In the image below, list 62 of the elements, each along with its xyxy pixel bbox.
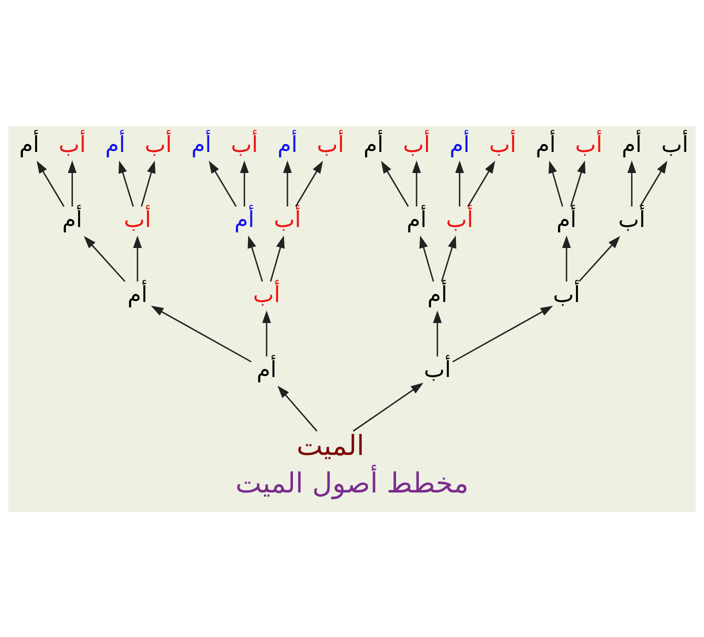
node-text: أب xyxy=(424,356,451,383)
node-text: أب xyxy=(618,206,646,233)
arrow xyxy=(68,160,77,206)
arrow xyxy=(133,234,142,281)
arrow xyxy=(150,305,252,362)
node-text: أب xyxy=(552,282,580,308)
node-text: أم xyxy=(19,132,40,158)
node-text: أم xyxy=(536,132,556,158)
arrow xyxy=(639,160,668,206)
arrow xyxy=(84,236,126,282)
node-text: أب xyxy=(489,132,516,158)
node-text: أم xyxy=(256,356,277,383)
arrow xyxy=(283,160,292,206)
arrow xyxy=(381,160,409,206)
arrow xyxy=(277,385,318,432)
arrow xyxy=(419,235,434,282)
node-text: أم xyxy=(62,206,82,233)
arrow xyxy=(433,310,442,356)
node-text: أب xyxy=(575,132,602,158)
arrow xyxy=(467,160,496,206)
arrow xyxy=(578,236,620,282)
node-text: أم xyxy=(556,206,576,233)
arrow xyxy=(455,160,464,206)
node-text: أب xyxy=(144,132,172,158)
node-text: أب xyxy=(316,132,344,158)
arrow xyxy=(295,160,323,206)
node-text: أب xyxy=(124,206,152,233)
arrow xyxy=(270,235,285,282)
node-text: الميت xyxy=(296,428,364,462)
arrow xyxy=(208,160,237,206)
node-text: أب xyxy=(253,282,280,308)
node-text: أب xyxy=(58,132,86,158)
arrow xyxy=(562,234,571,281)
node-text: أب xyxy=(403,132,430,158)
arrow xyxy=(352,382,424,432)
arrow xyxy=(140,160,156,206)
arrow xyxy=(627,160,636,206)
arrow xyxy=(452,305,554,362)
node-text: أم xyxy=(277,132,298,158)
node-text: أم xyxy=(622,132,642,158)
arrow xyxy=(412,160,421,206)
arrow xyxy=(548,160,564,206)
node-text: أم xyxy=(427,282,448,308)
caption: مخطط أصول الميت xyxy=(235,466,469,500)
node-text: أم xyxy=(105,132,126,158)
node-text: أم xyxy=(406,206,427,233)
arrow xyxy=(36,160,65,206)
arrow xyxy=(441,235,456,282)
arrow xyxy=(118,160,134,206)
node-text: أب xyxy=(230,132,258,158)
node-text: أب xyxy=(274,206,301,233)
arrow xyxy=(262,310,271,356)
node-text: أم xyxy=(128,282,148,308)
node-text: أب xyxy=(661,132,688,158)
node-text: أم xyxy=(364,132,384,158)
arrow xyxy=(570,160,586,206)
node-text: أم xyxy=(450,132,470,158)
node-text: أم xyxy=(234,206,254,233)
node-text: أب xyxy=(446,206,474,233)
arrow xyxy=(248,235,263,282)
node-text: أم xyxy=(191,132,212,158)
arrow xyxy=(240,160,249,206)
